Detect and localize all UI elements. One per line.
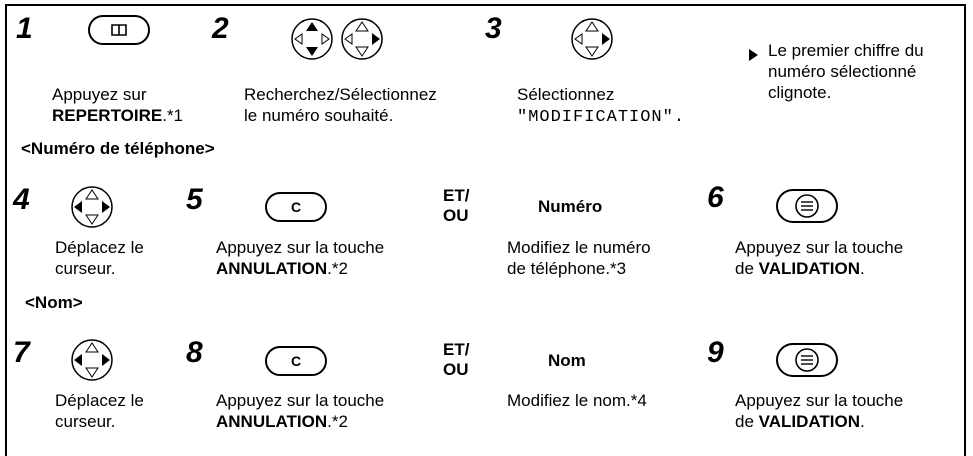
name-edit-text: Modifiez le nom.*4 [507,391,647,410]
navigator-right-icon [571,18,613,60]
navigator-left-right-icon [71,339,113,381]
navigator-left-right-icon [71,186,113,228]
step-8-text: Appuyez sur la touche ANNULATION.*2 [216,391,385,431]
phone-edit-text: Modifiez le numéro de téléphone.*3 [507,238,651,278]
menu-key-icon [776,189,838,223]
c-key-icon: C [265,346,327,376]
and-or-label: ET/ OU [443,340,470,379]
step-9-text: Appuyez sur la touche de VALIDATION. [735,391,904,431]
step-7-number: 7 [13,336,30,369]
c-key-icon: C [265,192,327,222]
step-1-number: 1 [16,12,33,45]
arrow-bullet-icon [749,49,758,61]
step-2-text: Recherchez/Sélectionnez le numéro souhai… [244,85,437,125]
name-field-title: Nom [548,351,586,370]
instruction-frame [5,4,966,456]
step-1-text: Appuyez sur REPERTOIRE.*1 [52,85,184,125]
section-name-heading: <Nom> [25,293,83,312]
section-phone-heading: <Numéro de téléphone> [21,139,215,158]
step-4-number: 4 [13,183,30,216]
step-6-text: Appuyez sur la touche de VALIDATION. [735,238,904,278]
step-9-number: 9 [707,336,724,369]
step-4-text: Déplacez le curseur. [55,238,144,278]
step-3-number: 3 [485,12,502,45]
book-icon [88,15,150,45]
navigator-up-down-icon [291,18,383,60]
phone-field-title: Numéro [538,197,603,216]
step-6-number: 6 [707,181,724,214]
note-text: Le premier chiffre du numéro sélectionné… [768,41,924,102]
step-2-number: 2 [212,12,229,45]
step-7-text: Déplacez le curseur. [55,391,144,431]
and-or-label: ET/ OU [443,186,470,225]
menu-key-icon [776,343,838,377]
step-3-text: Sélectionnez "MODIFICATION". [517,85,686,127]
step-5-number: 5 [186,183,203,216]
step-5-text: Appuyez sur la touche ANNULATION.*2 [216,238,385,278]
step-8-number: 8 [186,336,203,369]
